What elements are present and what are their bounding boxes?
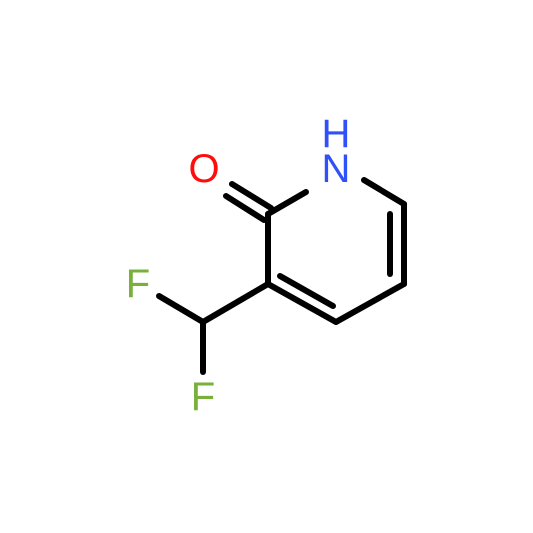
- atom-nitrogen: N: [322, 147, 351, 191]
- bond-c4-c3-inner: [277, 273, 336, 309]
- atom-hydrogen: H: [322, 112, 351, 156]
- atom-labels: O N H F F: [126, 112, 351, 419]
- bond-group: [156, 177, 407, 375]
- atom-fluorine-2: F: [191, 375, 215, 419]
- bond-c4-c3: [265, 281, 339, 325]
- bond-chf2-f1: [156, 293, 206, 325]
- atom-fluorine-1: F: [126, 262, 150, 306]
- bond-c2-o-b: [223, 193, 267, 223]
- atom-oxygen: O: [188, 147, 219, 191]
- bond-c5-c4: [333, 281, 407, 325]
- bond-n1-c6: [361, 177, 407, 207]
- bond-c2-o-a: [229, 181, 274, 211]
- bond-c2-n1: [265, 189, 309, 217]
- bond-c3-chf2: [200, 281, 271, 325]
